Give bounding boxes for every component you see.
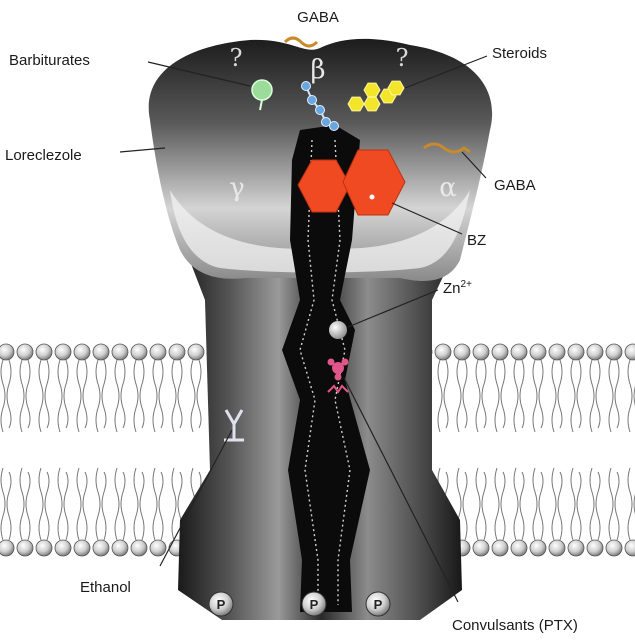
- ptx-site: [327, 358, 349, 394]
- channel-dotted-left: [299, 139, 319, 605]
- steroid-molecule: [347, 80, 405, 112]
- phospho-site-middle: P: [301, 591, 327, 617]
- unknown-site-right: ?: [396, 44, 409, 72]
- label-zinc-charge: 2+: [461, 279, 473, 290]
- gaba-molecule-top: [283, 36, 319, 48]
- subunit-gamma: γ: [229, 173, 245, 203]
- svg-text:P: P: [217, 597, 226, 612]
- binding-sites: [224, 36, 471, 442]
- label-gaba-right: GABA: [494, 177, 536, 194]
- subunit-alpha: α: [439, 173, 457, 203]
- label-ethanol: Ethanol: [80, 579, 131, 596]
- label-barbiturates: Barbiturates: [9, 52, 90, 69]
- label-zinc: Zn2+: [443, 279, 472, 297]
- receptor-body: [148, 38, 493, 620]
- subunit-beta: β: [310, 55, 325, 85]
- phospho-site-left: P: [208, 591, 234, 617]
- phospho-site-right: P: [365, 591, 391, 617]
- barbiturate-molecule: [251, 79, 273, 111]
- bz-site: [297, 149, 406, 216]
- bz-hexagon-left: [297, 159, 351, 213]
- loreclezole-chain: [301, 81, 339, 131]
- leader-lines: [119, 55, 488, 603]
- gaba-molecule-right: [423, 142, 471, 154]
- svg-text:P: P: [374, 597, 383, 612]
- label-convulsants: Convulsants (PTX): [452, 617, 578, 634]
- label-steroids: Steroids: [492, 45, 547, 62]
- bz-hexagon-right: [342, 149, 406, 216]
- label-bz: BZ: [467, 232, 486, 249]
- channel-dotted-right: [331, 139, 351, 605]
- zinc-ion: [329, 321, 347, 339]
- label-zinc-symbol: Zn: [443, 280, 461, 297]
- unknown-site-left: ?: [230, 44, 243, 72]
- cap-highlight: [170, 190, 470, 273]
- label-gaba-top: GABA: [297, 9, 339, 26]
- label-loreclezole: Loreclezole: [5, 147, 82, 164]
- svg-text:P: P: [310, 597, 319, 612]
